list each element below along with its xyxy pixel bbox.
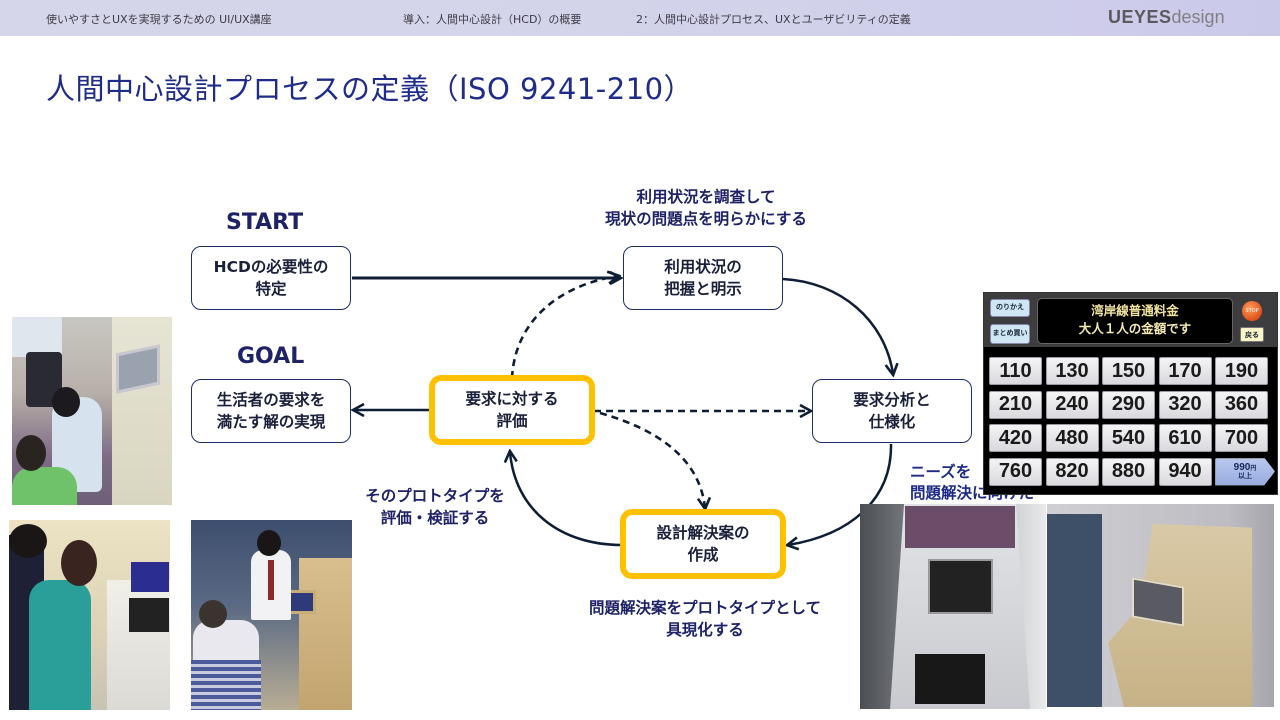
cardboard-screen-shape (288, 590, 316, 614)
standing-man-head-shape (257, 530, 281, 556)
fare-key-more[interactable]: 990円以上 (1215, 457, 1275, 486)
more-fare-amount: 990円 (1234, 463, 1257, 473)
cardboard-machine-shape (299, 558, 352, 710)
fare-key[interactable]: 940 (1158, 457, 1212, 486)
machine-display-shape (131, 562, 169, 592)
window-shape (12, 317, 62, 357)
fare-key[interactable]: 610 (1158, 424, 1212, 452)
note-prototype: 問題解決案をプロトタイプとして 具現化する (560, 597, 850, 642)
more-fare-unit: 円 (1250, 466, 1257, 472)
arrow-context-to-requirements (782, 277, 893, 374)
woman-shape (29, 580, 91, 710)
note-line: そのプロトタイプを (365, 487, 505, 505)
fare-display: 湾岸線普通料金 大人１人の金額です (1037, 298, 1233, 344)
node-line: 要求分析と (853, 390, 931, 409)
child-using-ticket-machine-photo (12, 317, 172, 505)
fare-key[interactable]: 700 (1215, 424, 1268, 452)
node-line: 特定 (255, 280, 287, 298)
logo-bold: UEYES (1108, 7, 1172, 27)
node-evaluate: 要求に対する評価 (429, 375, 595, 445)
node-line: 仕様化 (868, 413, 916, 431)
tie-shape (268, 560, 274, 600)
woman-testing-ticket-machine-photo (9, 520, 170, 710)
ueyes-logo: UEYESdesign (1108, 7, 1225, 28)
course-title: 使いやすさとUXを実現するための UI/UX講座 (46, 13, 272, 26)
stop-button[interactable]: STOP (1242, 301, 1262, 321)
node-line: 生活者の要求を (216, 390, 326, 409)
seated-man-head-shape (199, 600, 227, 628)
node-line: 要求に対する (465, 389, 559, 408)
fare-key[interactable]: 420 (989, 424, 1042, 452)
header-bar: 使いやすさとUXを実現するための UI/UX講座 導入：人間中心設計（HCD）の… (0, 0, 1280, 36)
note-line: 現状の問題点を明らかにする (605, 210, 807, 229)
machine-slot-shape (915, 654, 985, 704)
node-line: 作成 (687, 546, 719, 564)
fare-key[interactable]: 130 (1045, 357, 1099, 385)
fare-key[interactable]: 150 (1102, 357, 1155, 385)
back-button[interactable]: 戻る (1240, 327, 1264, 342)
fare-key[interactable]: 820 (1045, 457, 1099, 486)
node-line: HCDの必要性の (213, 257, 329, 276)
node-line: 設計解決案の (656, 523, 750, 542)
section-title: 2：人間中心設計プロセス、UXとユーザビリティの定義 (636, 13, 911, 26)
node-design-solution: 設計解決案の作成 (620, 509, 786, 579)
note-context: 利用状況を調査して 現状の問題点を明らかにする (583, 186, 829, 231)
fare-key[interactable]: 880 (1102, 457, 1155, 486)
display-line-1: 湾岸線普通料金 (1091, 303, 1179, 318)
node-line: 把握と明示 (664, 280, 742, 298)
more-fare-value: 990 (1233, 462, 1251, 473)
more-fare-suffix: 以上 (1238, 473, 1252, 480)
fare-selection-screen: のりかえ まとめ買い 湾岸線普通料金 大人１人の金額です STOP 戻る 110… (983, 292, 1278, 495)
fare-key[interactable]: 170 (1158, 357, 1212, 385)
fare-key[interactable]: 320 (1158, 390, 1212, 419)
fare-key[interactable]: 480 (1045, 424, 1099, 452)
note-line: 評価・検証する (380, 509, 490, 528)
wheelchair-user-cardboard-prototype-photo (191, 520, 352, 710)
goal-label: GOAL (237, 344, 305, 369)
node-identify-need: HCDの必要性の特定 (191, 246, 351, 310)
node-line: 評価 (496, 412, 528, 430)
node-understand-context: 利用状況の把握と明示 (623, 246, 783, 310)
display-line-2: 大人１人の金額です (1078, 320, 1192, 336)
note-line: 具現化する (666, 621, 744, 640)
note-line: ニーズを (910, 463, 972, 481)
machine-keypad-shape (129, 598, 169, 632)
fare-key[interactable]: 190 (1215, 357, 1268, 385)
arrow-evaluate-to-context-dashed (510, 276, 618, 379)
man-head-shape (9, 524, 47, 558)
fare-key[interactable]: 290 (1102, 390, 1155, 419)
note-evaluate: そのプロトタイプを 評価・検証する (340, 485, 530, 530)
transfer-button[interactable]: のりかえ (990, 299, 1030, 317)
machine-led-panel-shape (905, 506, 1015, 548)
node-requirements: 要求分析と仕様化 (812, 379, 972, 443)
machine-shape (112, 317, 172, 505)
machine-touchscreen-shape (928, 559, 993, 614)
cardboard-mockup-test-photo (1047, 504, 1274, 707)
arrow-evaluate-to-design-dashed (599, 411, 705, 508)
fare-key[interactable]: 210 (989, 390, 1042, 419)
page-title: 人間中心設計プロセスの定義（ISO 9241-210） (46, 72, 694, 106)
fare-key[interactable]: 360 (1215, 390, 1268, 419)
chapter-title: 導入：人間中心設計（HCD）の概要 (403, 13, 582, 26)
adult-shape (12, 467, 77, 505)
fare-key[interactable]: 110 (989, 357, 1042, 385)
node-line: 満たす解の実現 (216, 413, 326, 431)
fare-key[interactable]: 760 (989, 457, 1042, 486)
note-line: 問題解決案をプロトタイプとして (588, 599, 822, 617)
node-goal-solution: 生活者の要求を満たす解の実現 (191, 379, 351, 443)
wheelchair-shape (191, 660, 261, 710)
fare-key[interactable]: 240 (1045, 390, 1099, 419)
child-hair-shape (52, 387, 80, 417)
bulk-buy-button[interactable]: まとめ買い (990, 324, 1030, 344)
adult-head-shape (16, 435, 46, 471)
logo-light: design (1171, 7, 1225, 27)
tester-shape (1047, 514, 1102, 707)
woman-hair-shape (61, 540, 97, 586)
note-line: 利用状況を調査して (636, 188, 776, 206)
fare-key[interactable]: 540 (1102, 424, 1155, 452)
start-label: START (226, 210, 304, 235)
ticket-machine-product-photo (860, 504, 1046, 709)
node-line: 利用状況の (664, 257, 742, 276)
